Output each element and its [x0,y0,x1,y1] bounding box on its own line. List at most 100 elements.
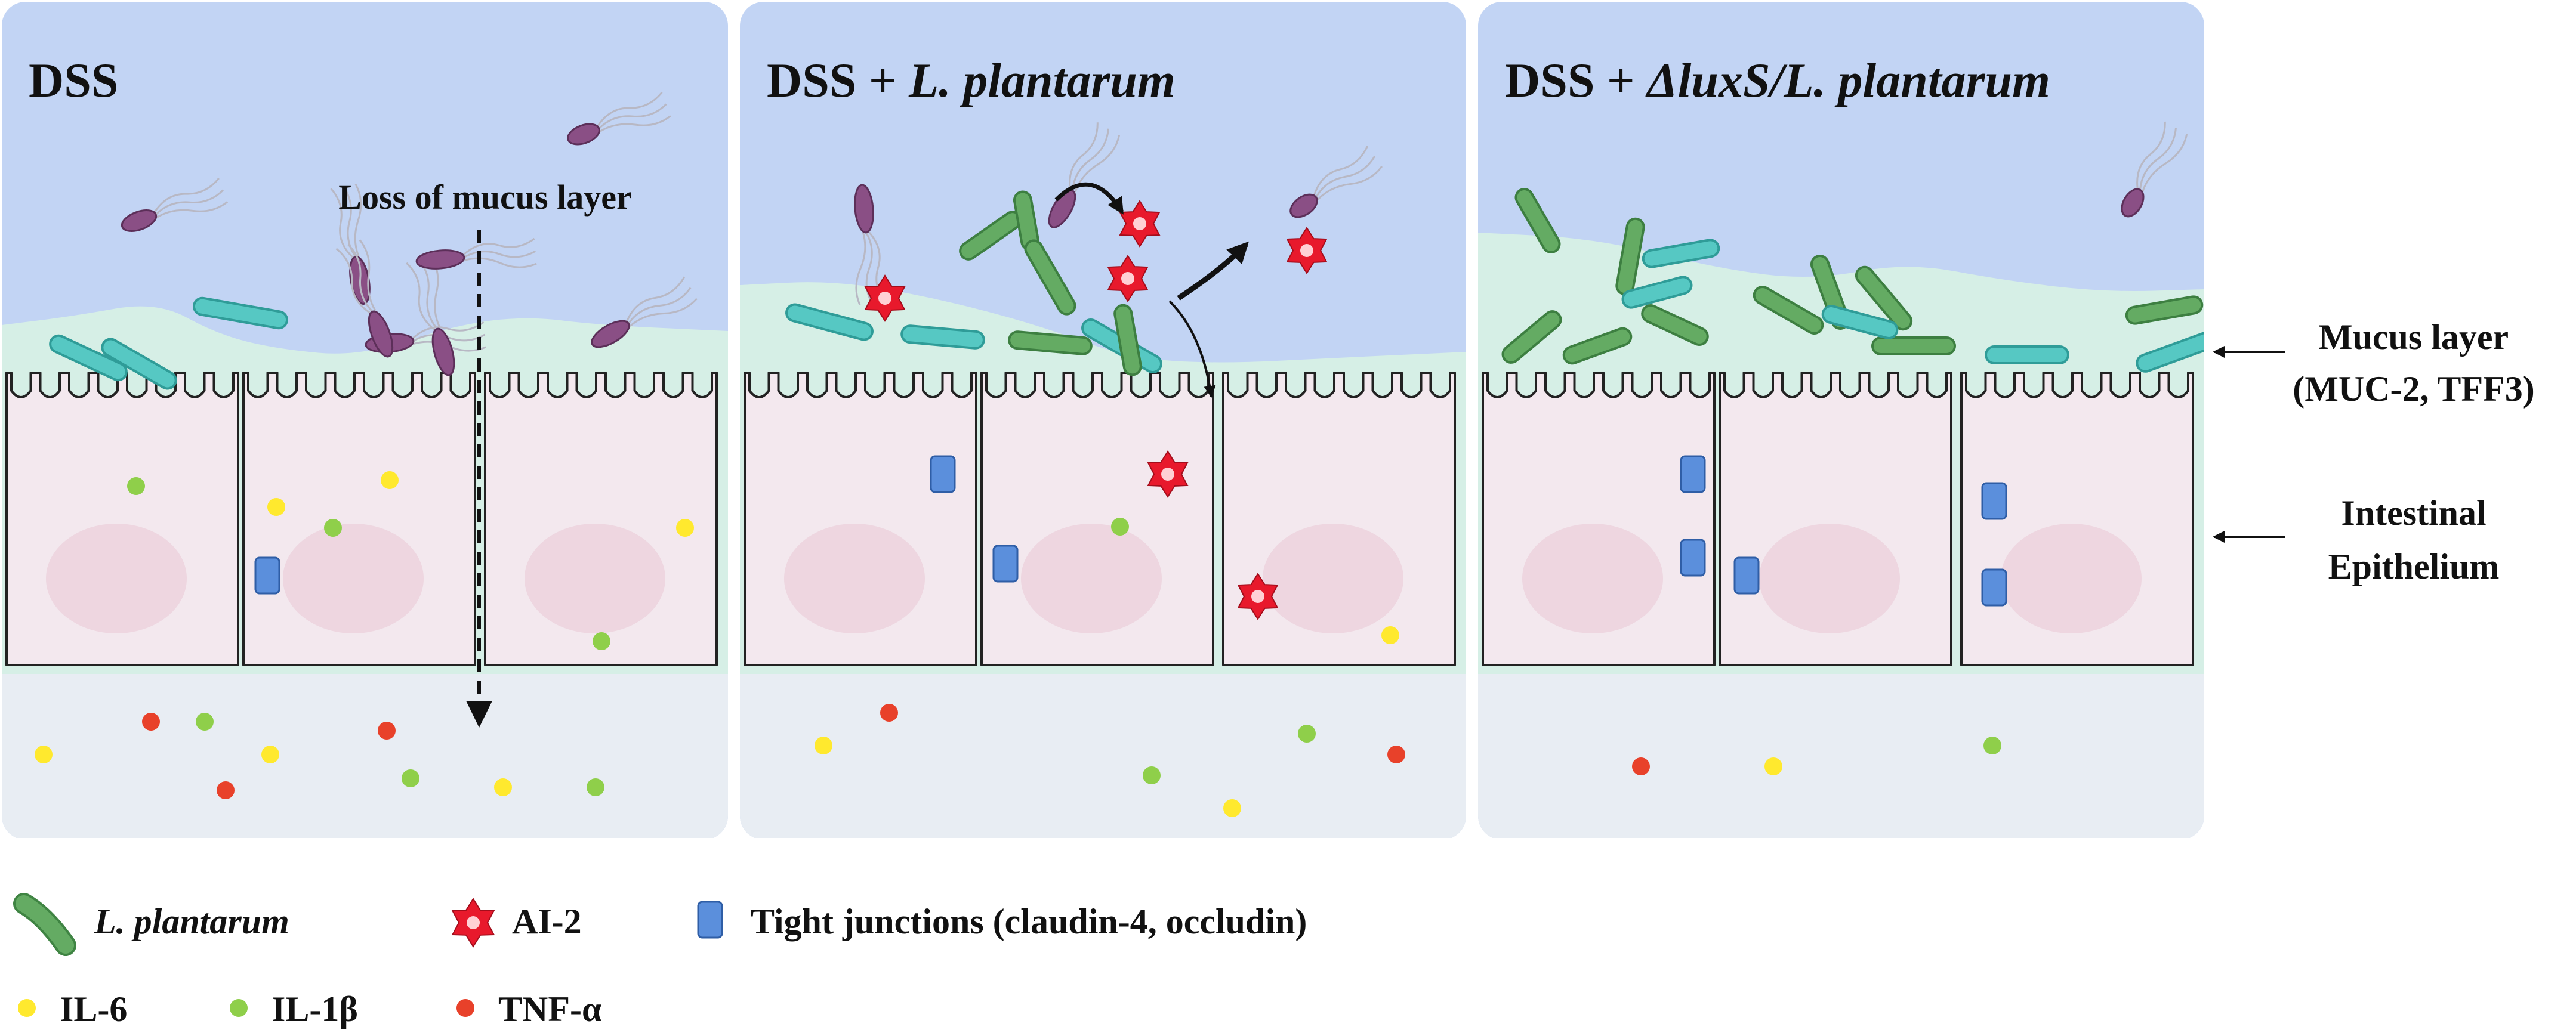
pathogen-bacterium [335,239,394,358]
tnf-dot [1387,746,1405,763]
side-labels: Mucus layer (MUC-2, TFF3) Intestinal Epi… [2213,317,2535,586]
l-plantarum-rod [1501,310,1562,364]
legend-tight-junction-label: Tight junctions (claudin-4, occludin) [751,902,1307,941]
cell-nucleus [46,524,187,633]
il1b-dot [593,632,610,650]
commensal-rod [49,334,128,382]
legend-lp-label: L. plantarum [94,902,289,941]
il1b-dot [324,519,342,537]
legend-lp-icon [16,895,74,954]
lamina-propria [1478,662,2204,838]
legend-il6-icon [18,999,36,1017]
cell-nucleus [1522,524,1663,633]
cell-nucleus [1759,524,1900,633]
legend-ai2-icon [451,898,495,948]
pathogen-bacterium [121,178,229,232]
cell-nucleus [784,524,925,633]
epithelial-cell [744,372,977,666]
tight-junction [1981,568,2007,607]
epithelial-cell [980,372,1214,666]
il6-dot [267,498,285,516]
epithelial-cell [484,372,718,666]
il1b-dot [196,713,214,731]
il6-dot [815,737,832,754]
commensal-rod [1621,276,1693,309]
il6-dot [1381,626,1399,644]
pathogen-bacterium [1289,146,1383,218]
side-label-mucus-line1: Mucus layer [2319,317,2509,357]
l-plantarum-rod [1024,239,1076,316]
epithelial-cell [5,372,239,666]
il6-dot [1764,757,1782,775]
tnf-dot [378,722,396,740]
il6-dot [381,471,399,489]
commensal-rod [785,303,874,341]
l-plantarum-rod [2125,295,2204,325]
tnf-dot [1632,757,1650,775]
il6-dot [1223,799,1241,817]
pathogen-bacterium [415,237,537,270]
cell-nucleus [1263,524,1403,633]
tight-junction [930,455,956,493]
epithelial-cell [242,372,476,666]
commensal-rod [1642,239,1720,268]
epithelial-cell [1960,372,2194,666]
il1b-dot [402,769,419,787]
tnf-dot [142,713,160,731]
cell-nucleus [283,524,424,633]
cell-nucleus [2001,524,2142,633]
il6-dot [676,519,694,537]
commensal-rod [900,324,985,350]
il1b-dot [587,778,604,796]
l-plantarum-rod [1615,217,1645,296]
il1b-dot [1298,725,1316,743]
commensal-rod [192,296,289,330]
pathogen-bacterium [854,184,886,305]
l-plantarum-rod [1013,190,1040,251]
commensal-rod [2136,331,2204,373]
pathogen-bacterium [591,276,698,348]
epithelial-cell [1719,372,1952,666]
legend-il1b-label: IL-1β [272,989,358,1029]
tight-junction [254,556,280,595]
cell-nucleus [525,524,665,633]
il6-dot [35,746,53,763]
ai2-release-arrow [1054,182,1124,215]
tnf-dot [880,704,898,722]
pathogen-bacterium [406,256,455,376]
side-label-mucus-line2: (MUC-2, TFF3) [2293,369,2534,409]
ai2-molecule [1119,200,1161,248]
il1b-dot [1983,737,2001,754]
ai2-molecule [1286,227,1328,274]
mucus-loss-arrowhead [466,701,492,728]
l-plantarum-rod [1753,286,1824,335]
side-label-epithelium-line1: Intestinal [2341,493,2486,533]
legend-tight-junction-icon [697,901,723,939]
legend-tnf-icon [456,999,474,1017]
pathogen-bacterium [567,91,671,146]
tight-junction [1680,455,1706,493]
l-plantarum-rod [1113,304,1142,376]
l-plantarum-rod [1855,265,1913,331]
l-plantarum-rod [1641,304,1709,347]
panel-dss-luxs: DSS + ΔluxS/L. plantarum [1478,2,2204,838]
pathogen-bacterium [1048,122,1121,228]
tight-junction [992,545,1019,583]
l-plantarum-rod [1562,327,1633,365]
ai2-molecule [864,274,906,322]
tnf-dot [217,781,235,799]
ai2-to-epithelium-arrow [1168,300,1216,398]
l-plantarum-rod [1008,330,1093,355]
pathogen-bacterium [2121,121,2188,218]
lamina-propria [740,662,1466,838]
legend: L. plantarum AI-2 Tight junctions (claud… [13,893,1307,1029]
pathogen-bacterium [330,184,371,305]
commensal-rod [101,338,177,390]
commensal-rod [1821,305,1899,339]
legend-ai2-label: AI-2 [512,902,582,941]
ai2-molecule [1237,573,1279,620]
side-label-epithelium-line2: Epithelium [2328,547,2500,586]
legend-il1b-icon [230,999,248,1017]
